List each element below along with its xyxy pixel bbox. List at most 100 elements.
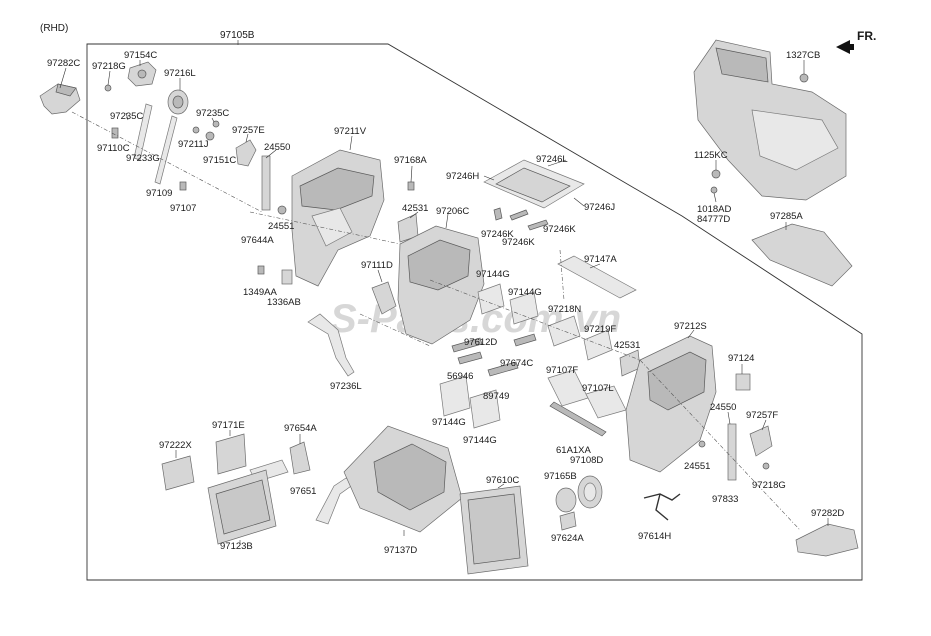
- clip-97211J: [192, 126, 200, 134]
- label-97107L: 97107L: [582, 383, 614, 394]
- label-97614H: 97614H: [638, 531, 671, 542]
- screw-24551: [277, 205, 287, 215]
- evaporator-97610C: [459, 485, 529, 575]
- label-97282C: 97282C: [47, 58, 80, 69]
- label-97257E: 97257E: [232, 125, 265, 136]
- shaft-97674C: [513, 333, 537, 347]
- direction-label: FR.: [857, 29, 876, 43]
- label-97107: 97107: [170, 203, 196, 214]
- label-97219F: 97219F: [584, 324, 616, 335]
- label-42531-a: 42531: [402, 203, 428, 214]
- assembly-frame: [86, 43, 863, 581]
- seal-97246K-2: [509, 209, 529, 221]
- rod-97109: [154, 115, 178, 185]
- label-97107F: 97107F: [546, 365, 578, 376]
- door-97107L: [585, 385, 627, 419]
- label-97246K-b: 97246K: [543, 224, 576, 235]
- housing-97206C: [397, 225, 485, 345]
- duct-97282C: [39, 83, 81, 115]
- plate-97144G-2: [509, 291, 539, 325]
- seal-97246K-3: [527, 219, 549, 231]
- label-97211J: 97211J: [178, 139, 209, 150]
- label-97147A: 97147A: [584, 254, 617, 265]
- duct-97282D: [795, 523, 859, 557]
- arrow-forward-icon: [836, 40, 854, 54]
- grommet-97654A: [289, 441, 311, 475]
- label-97612D: 97612D: [464, 337, 497, 348]
- screw-97218G: [104, 84, 112, 92]
- variant-label: (RHD): [40, 23, 68, 34]
- label-97108D: 97108D: [570, 455, 603, 466]
- cover-97285A: [751, 223, 853, 287]
- label-1336AB: 1336AB: [267, 297, 301, 308]
- screw-1327CB: [799, 73, 809, 83]
- label-97206C: 97206C: [436, 206, 469, 217]
- clip-97151C: [205, 131, 215, 141]
- seal-97246K-1: [493, 207, 503, 221]
- label-97151C: 97151C: [203, 155, 236, 166]
- label-97610C: 97610C: [486, 475, 519, 486]
- part-97165B: [555, 487, 577, 513]
- label-84777D: 84777D: [697, 214, 730, 225]
- label-97235C-b: 97235C: [110, 111, 143, 122]
- label-97674C: 97674C: [500, 358, 533, 369]
- label-97644A: 97644A: [241, 235, 274, 246]
- label-97218N: 97218N: [548, 304, 581, 315]
- label-97624A: 97624A: [551, 533, 584, 544]
- lower-case-97137D: [343, 425, 463, 533]
- label-97154C: 97154C: [124, 50, 157, 61]
- hvac-assembly: [693, 39, 847, 201]
- grille-97147A: [557, 255, 637, 299]
- label-97246L: 97246L: [536, 154, 568, 165]
- label-24550-b: 24550: [710, 402, 736, 413]
- link-61A1XA: [549, 401, 607, 437]
- label-97168A: 97168A: [394, 155, 427, 166]
- label-97833: 97833: [712, 494, 738, 505]
- label-97257F: 97257F: [746, 410, 778, 421]
- label-97222X: 97222X: [159, 440, 192, 451]
- bracket-24550-b: [727, 423, 737, 481]
- label-97654A: 97654A: [284, 423, 317, 434]
- label-97144G-b: 97144G: [508, 287, 542, 298]
- filter-frame-97246L: [483, 159, 585, 209]
- sensor-97257E: [235, 139, 257, 167]
- pipe-97222X: [161, 455, 195, 491]
- bolt-1018AD: [710, 186, 718, 194]
- label-97233G: 97233G: [126, 153, 160, 164]
- label-56946: 56946: [447, 371, 473, 382]
- label-97144G-c: 97144G: [432, 417, 466, 428]
- sensor-97257F: [749, 425, 773, 457]
- hose-97236L: [307, 313, 355, 377]
- label-97218G: 97218G: [92, 61, 126, 72]
- label-97165B: 97165B: [544, 471, 577, 482]
- label-97285A: 97285A: [770, 211, 803, 222]
- housing-97212S: [625, 335, 717, 473]
- label-97144G-d: 97144G: [463, 435, 497, 446]
- grommet-1336AB: [281, 269, 293, 285]
- shaft-97612D: [451, 337, 483, 353]
- label-97109: 97109: [146, 188, 172, 199]
- label-97137D: 97137D: [384, 545, 417, 556]
- label-97212S: 97212S: [674, 321, 707, 332]
- label-97144G-a: 97144G: [476, 269, 510, 280]
- screw-97218G-b: [762, 462, 770, 470]
- actuator-97154C: [127, 61, 157, 87]
- label-97211V: 97211V: [334, 126, 367, 137]
- label-24551-b: 24551: [684, 461, 710, 472]
- label-89749: 89749: [483, 391, 509, 402]
- label-1018AD: 1018AD: [697, 204, 731, 215]
- label-61A1XA: 61A1XA: [556, 445, 592, 456]
- label-1327CB: 1327CB: [786, 50, 820, 61]
- label-97246J: 97246J: [584, 202, 615, 213]
- label-97124: 97124: [728, 353, 754, 364]
- door-97218N: [547, 315, 581, 347]
- bolt-1125KC: [711, 169, 721, 179]
- clip-1349AA: [257, 265, 265, 275]
- clip-97168A: [407, 181, 415, 191]
- door-97219F: [583, 329, 613, 361]
- screw-24551-b: [698, 440, 706, 448]
- hose-97651: [315, 477, 355, 525]
- plate-97144G-4: [469, 389, 501, 429]
- label-97111D: 97111D: [361, 260, 393, 271]
